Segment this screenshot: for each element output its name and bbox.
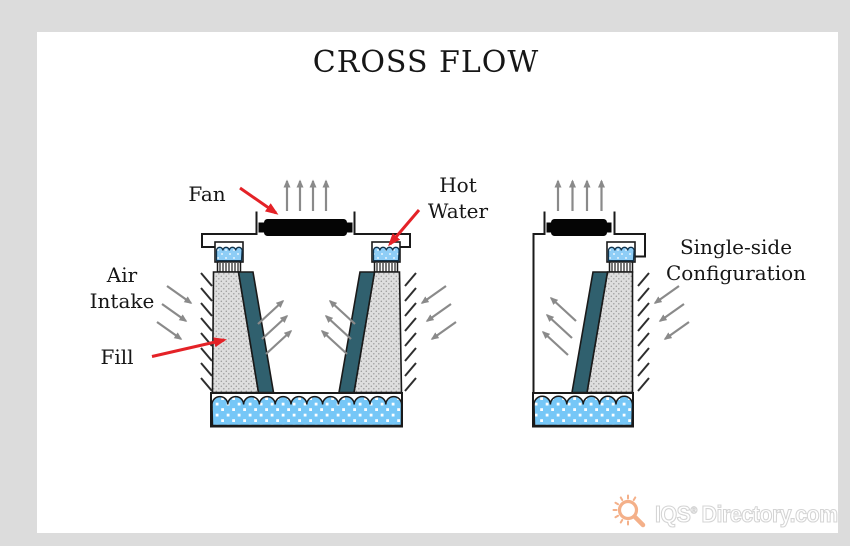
- exhaust-arrows: [283, 179, 330, 211]
- fan-icon: [258, 219, 353, 236]
- cold-water-basin: [210, 392, 403, 428]
- hot-water-pointer-arrow: [388, 209, 421, 247]
- hot-water-pan: [606, 241, 636, 263]
- tower-casing: [201, 211, 411, 248]
- fill-pointer-arrow: [151, 337, 227, 358]
- watermark-text: IQS® Directory.com: [654, 500, 839, 528]
- fill-media: [571, 271, 634, 394]
- watermark[interactable]: IQS® Directory.com: [612, 494, 850, 534]
- single-side-configuration-label: Single-side Configuration: [665, 235, 807, 285]
- hot-water-label: Hot Water: [427, 173, 489, 223]
- spray-nozzles: [216, 261, 399, 273]
- air-intake-arrows: [156, 285, 457, 340]
- plenum-arrows: [541, 296, 577, 356]
- page-title: CROSS FLOW: [312, 45, 540, 80]
- cold-water-basin: [532, 392, 634, 428]
- fan-icon: [546, 219, 612, 236]
- air-intake-arrows: [653, 285, 690, 340]
- watermark-registered: ®: [690, 504, 697, 516]
- spray-nozzles: [608, 261, 634, 273]
- diagram-card: [37, 32, 838, 533]
- watermark-brand: IQS: [654, 500, 691, 527]
- watermark-suffix: Directory.com: [701, 500, 839, 527]
- fill-media: [211, 271, 403, 394]
- exhaust-arrows: [554, 179, 605, 211]
- fan-pointer-arrow: [239, 186, 279, 215]
- fan-label: Fan: [188, 182, 226, 206]
- air-intake-label: Air Intake: [89, 263, 155, 313]
- left-tower: [156, 179, 457, 428]
- magnifier-gear-icon: [612, 494, 646, 528]
- fill-label: Fill: [100, 345, 134, 369]
- hot-water-pan: [214, 241, 401, 263]
- tower-casing: [532, 211, 646, 393]
- louver-hatching: [637, 272, 650, 392]
- right-tower: [532, 179, 690, 428]
- plenum-arrows: [257, 299, 356, 355]
